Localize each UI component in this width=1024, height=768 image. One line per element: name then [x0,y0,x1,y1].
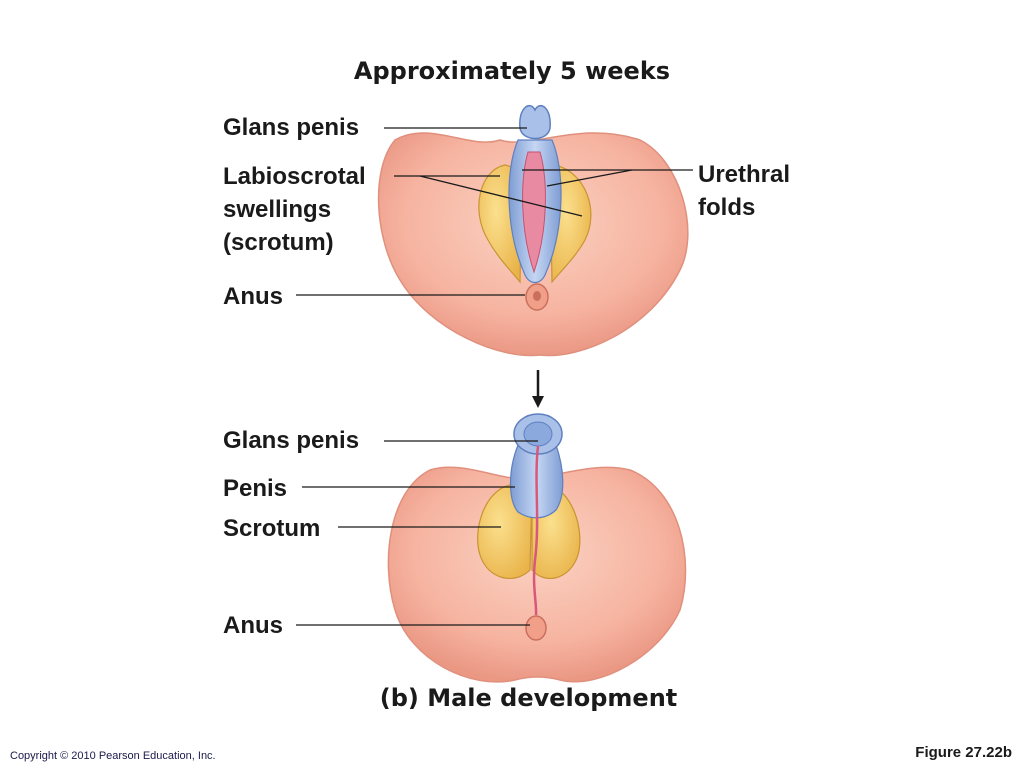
label-labioscrotal-line3: (scrotum) [223,229,334,256]
stage-title: Approximately 5 weeks [353,57,671,85]
figure-number: Figure 27.22b [915,744,1012,761]
anus-opening [525,615,547,641]
embryo-5-weeks [377,105,689,357]
raphe-line [532,445,540,616]
label-anus: Anus [223,283,283,310]
label-labioscrotal-line2: swellings [223,196,332,223]
label-urethral-line1: Urethral [698,161,791,188]
glans-penis-inner [523,421,553,447]
leader-lines [296,127,693,626]
anus-pit [533,291,541,301]
figure-caption: (b) Male development [379,684,678,712]
male-development [387,413,687,683]
down-arrow-icon [532,370,544,408]
glans-penis-bud [519,105,551,140]
label-glans-penis: Glans penis [223,427,360,454]
label-glans-penis: Glans penis [223,114,360,141]
label-anus: Anus [223,612,283,639]
urethral-groove [522,151,546,274]
label-labioscrotal-line1: Labioscrotal [223,163,366,190]
copyright-notice: Copyright © 2010 Pearson Education, Inc. [10,750,216,762]
label-penis: Penis [223,475,288,502]
label-scrotum: Scrotum [223,515,321,542]
label-urethral-line2: folds [698,194,756,221]
